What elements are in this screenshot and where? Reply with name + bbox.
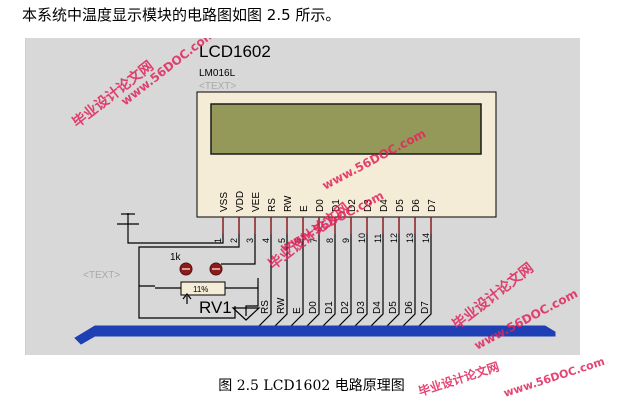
lcd-pin-number: 14	[421, 233, 431, 243]
bus-labels: RS RW E D0 D1 D2 D3 D4 D5 D6 D7	[260, 297, 431, 314]
lcd-pin-number: 6	[293, 238, 303, 243]
lcd-pin-leads	[222, 217, 432, 234]
bus-label: D5	[388, 301, 399, 314]
lcd-pin-number: 13	[405, 233, 415, 243]
lcd-pin-label: D1	[331, 199, 342, 212]
intro-text: 本系统中温度显示模块的电路图如图 2.5 所示。	[22, 6, 341, 24]
bus-label: D7	[420, 301, 431, 314]
figure-caption: 图 2.5 LCD1602 电路原理图	[218, 378, 405, 394]
lcd-name: LCD1602	[199, 42, 271, 61]
pot-text-placeholder: <TEXT>	[83, 270, 120, 281]
lcd-pin-label: VSS	[219, 192, 230, 212]
lcd-pin-number: 8	[325, 238, 335, 243]
lcd-pin-number: 10	[357, 233, 367, 243]
bus-label: D2	[340, 301, 351, 314]
lcd-pin-label: VDD	[235, 191, 246, 212]
lcd-pin-number: 11	[373, 234, 383, 243]
bus-wire	[290, 234, 304, 327]
lcd-pin-label: D6	[411, 199, 422, 212]
lcd-screen	[210, 103, 482, 155]
lcd-pin-number: 4	[261, 238, 271, 243]
bus-wires	[258, 234, 432, 327]
lcd-pin-label: VEE	[251, 192, 262, 212]
bus-wire	[370, 234, 384, 327]
pot-resistance: 1k	[170, 252, 182, 263]
lcd-pin-number: 7	[309, 238, 319, 243]
vss-vdd-wiring	[127, 224, 259, 319]
bus-wire	[386, 234, 400, 327]
lcd-pin-label: RS	[267, 198, 278, 212]
lcd-pin-label: RW	[283, 195, 294, 212]
lcd-pin-number: 12	[389, 233, 399, 243]
bus-wire	[402, 234, 416, 327]
bus-wire	[418, 234, 432, 327]
lcd-pin-label: D5	[395, 199, 406, 212]
lcd-pin-labels: VSS VDD VEE RS RW E D0 D1 D2 D3 D4 D5 D6 D7	[219, 191, 438, 212]
lcd-pin-label: D4	[379, 199, 390, 212]
bus-label: D0	[308, 301, 319, 314]
lcd-pin-number: 3	[245, 238, 255, 243]
bus-label: RW	[276, 297, 287, 314]
lcd-pin-label: D0	[315, 199, 326, 212]
bus-wire	[354, 234, 368, 327]
pot-percent: 11%	[193, 285, 208, 294]
bus-wire	[258, 234, 272, 327]
bus-wire	[274, 234, 288, 327]
lcd-pin-label: D3	[363, 199, 374, 212]
lcd-pin-label: D2	[347, 199, 358, 212]
potentiometer: 1k 11% RV1	[155, 252, 258, 317]
data-bus	[74, 325, 556, 345]
bus-label: RS	[260, 300, 271, 314]
bus-wire	[338, 234, 352, 327]
lcd-pin-number: 2	[229, 238, 239, 243]
bus-label: D4	[372, 301, 383, 314]
lcd-model: LM016L	[199, 68, 236, 79]
lcd-pin-label: D7	[427, 199, 438, 212]
bus-label: D1	[324, 301, 335, 314]
lcd-pin-number: 1	[213, 238, 223, 243]
pot-name: RV1	[199, 298, 232, 317]
bus-label: D6	[404, 301, 415, 314]
bus-label: D3	[356, 301, 367, 314]
lcd-pin-number: 5	[277, 238, 287, 243]
bus-wire	[322, 234, 336, 327]
lcd-pin-label: E	[299, 205, 310, 212]
lcd-pin-number: 9	[341, 238, 351, 243]
bus-wire	[306, 234, 320, 327]
ground-symbol	[231, 307, 261, 321]
bus-label: E	[292, 307, 303, 314]
lcd-text-placeholder: <TEXT>	[199, 81, 236, 92]
